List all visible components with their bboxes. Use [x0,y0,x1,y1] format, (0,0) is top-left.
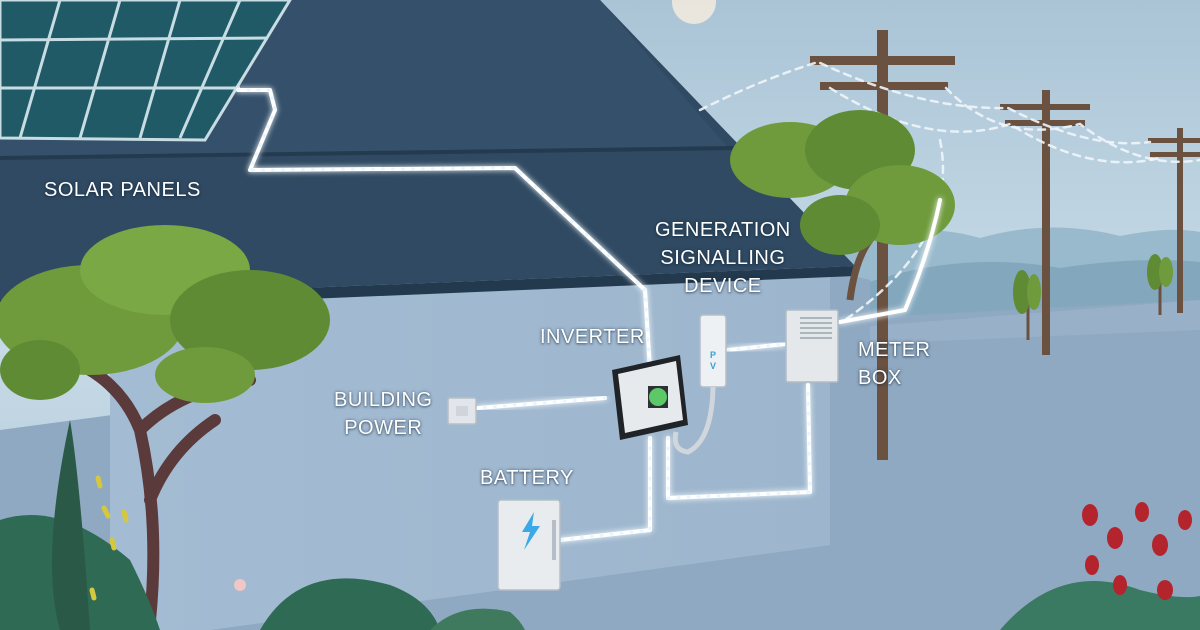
generation-label-line-1: GENERATION [655,219,791,241]
generation-label-line-3: DEVICE [684,275,762,297]
tree-right [730,110,955,301]
saplings [1013,254,1173,340]
generation-signalling-device-label: GENERATION SIGNALLING DEVICE [655,216,791,300]
building-power-label: BUILDING POWER [334,386,432,442]
tree-left [0,225,330,626]
building-power-socket [447,397,477,425]
foreground-bushes [0,420,1200,630]
building-label-line-1: BUILDING [334,389,433,411]
sun [672,0,716,24]
building-label-line-2: POWER [344,417,423,439]
inverter-label: INVERTER [540,323,645,351]
inverter-unit [612,355,688,440]
device-mark-v: V [709,361,716,371]
battery-label: BATTERY [480,464,574,492]
battery-bolt-icon [522,512,540,550]
meter-box-label: METER BOX [858,336,931,392]
solar-panels-label-line: SOLAR PANELS [44,179,201,201]
meter-label-line-2: BOX [858,367,902,389]
house-side-wall [830,270,870,545]
generation-label-line-2: SIGNALLING [660,247,786,269]
device-mark-p: P [709,350,716,360]
utility-poles [810,30,1200,460]
solar-panels-label: SOLAR PANELS [44,176,201,204]
wiring [236,88,942,542]
generation-signalling-device [672,314,727,455]
roof-ridge [0,146,736,160]
inverter-screen [649,388,667,406]
meter-label-line-1: METER [858,339,931,361]
inverter-label-line: INVERTER [540,326,645,348]
signalling-device-marks: P V [707,350,719,372]
battery-label-line: BATTERY [480,467,574,489]
solar-panel-array [0,0,292,142]
meter-box [785,309,839,383]
battery-unit [497,499,561,591]
ground-road [820,300,1200,345]
